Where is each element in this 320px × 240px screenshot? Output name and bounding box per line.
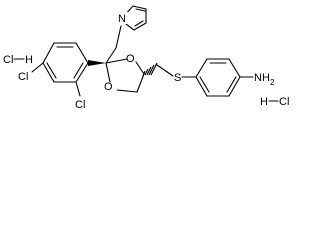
bond	[133, 22, 147, 31]
dichlorophenyl-ring	[42, 42, 89, 83]
bond	[105, 62, 111, 83]
dioxolane-ring	[105, 58, 145, 93]
hcl-right-cl-label: Cl	[279, 96, 289, 108]
bond	[73, 62, 84, 79]
bond	[46, 62, 57, 79]
bond	[135, 61, 145, 75]
dioxolane-oxygen-top-label: O	[126, 53, 135, 65]
hcl-left-cl-label: Cl	[3, 54, 13, 66]
imidazole-nitrogen-label: N	[118, 13, 126, 25]
bond	[195, 76, 208, 97]
stereo-hash-bond	[142, 62, 158, 77]
hcl-salt-left: Cl H	[3, 54, 33, 66]
bond	[228, 76, 241, 97]
bond	[116, 89, 138, 93]
chlorine-ortho-label: Cl	[75, 99, 85, 111]
label-mask	[174, 71, 183, 83]
structure-canvas: N O O S Cl Cl	[0, 0, 295, 118]
bond	[135, 8, 146, 12]
bond	[75, 81, 81, 97]
hcl-left-h-label: H	[25, 54, 33, 66]
bond	[195, 58, 208, 78]
bond	[226, 76, 237, 93]
dioxolane-oxygen-bottom-label: O	[104, 81, 113, 93]
bond	[42, 42, 55, 64]
hash-line	[144, 68, 149, 76]
imidazole-ring	[122, 5, 147, 31]
bond	[115, 25, 122, 49]
bond	[42, 62, 55, 83]
hash-line	[142, 70, 146, 77]
bond	[156, 64, 174, 77]
bond	[134, 20, 144, 27]
stereo-wedge-bond	[88, 60, 106, 66]
structure-svg: N O O S Cl Cl	[3, 5, 289, 111]
bond	[228, 58, 241, 78]
bond	[105, 47, 117, 64]
hash-line	[148, 64, 155, 76]
bond	[105, 58, 128, 64]
bond	[75, 42, 89, 64]
hcl-right-h-label: H	[260, 96, 268, 108]
hash-line	[150, 62, 158, 76]
label-mask	[117, 12, 128, 24]
bond	[136, 73, 145, 93]
amine-hydrogen-label: H	[262, 72, 270, 84]
aminophenyl-ring	[195, 58, 241, 97]
amine-nitrogen-label: N	[254, 72, 262, 84]
bond	[31, 62, 44, 73]
thioether-sulfur-label: S	[174, 72, 181, 84]
bond	[75, 62, 89, 83]
bond	[199, 76, 210, 93]
chlorine-para-label: Cl	[18, 71, 28, 83]
bond	[125, 23, 135, 31]
hcl-salt-right: H Cl	[260, 96, 289, 108]
bond	[132, 5, 147, 10]
hash-line	[146, 66, 152, 76]
amine-hydrogen-count: 2	[270, 78, 275, 87]
